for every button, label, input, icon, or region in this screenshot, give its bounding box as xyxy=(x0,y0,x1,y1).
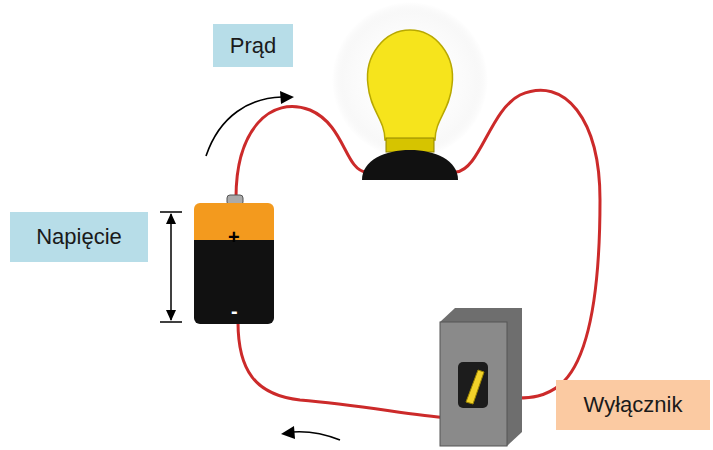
polarity-sign: + xyxy=(228,226,240,249)
switch xyxy=(440,308,522,446)
label-text: Napięcie xyxy=(36,224,122,250)
light-bulb xyxy=(362,30,458,180)
current-arrow xyxy=(206,91,340,440)
label-box: Prąd xyxy=(213,24,293,67)
label-box: Napięcie xyxy=(10,212,148,262)
wire xyxy=(236,107,366,198)
label-text: Prąd xyxy=(230,33,276,59)
label-box: Wyłącznik xyxy=(556,380,710,430)
wire xyxy=(238,322,448,418)
label-text: Wyłącznik xyxy=(584,392,683,418)
voltage-arrow xyxy=(160,212,182,322)
bulb-glow xyxy=(332,2,488,158)
battery xyxy=(194,195,274,324)
polarity-sign: - xyxy=(231,300,238,323)
